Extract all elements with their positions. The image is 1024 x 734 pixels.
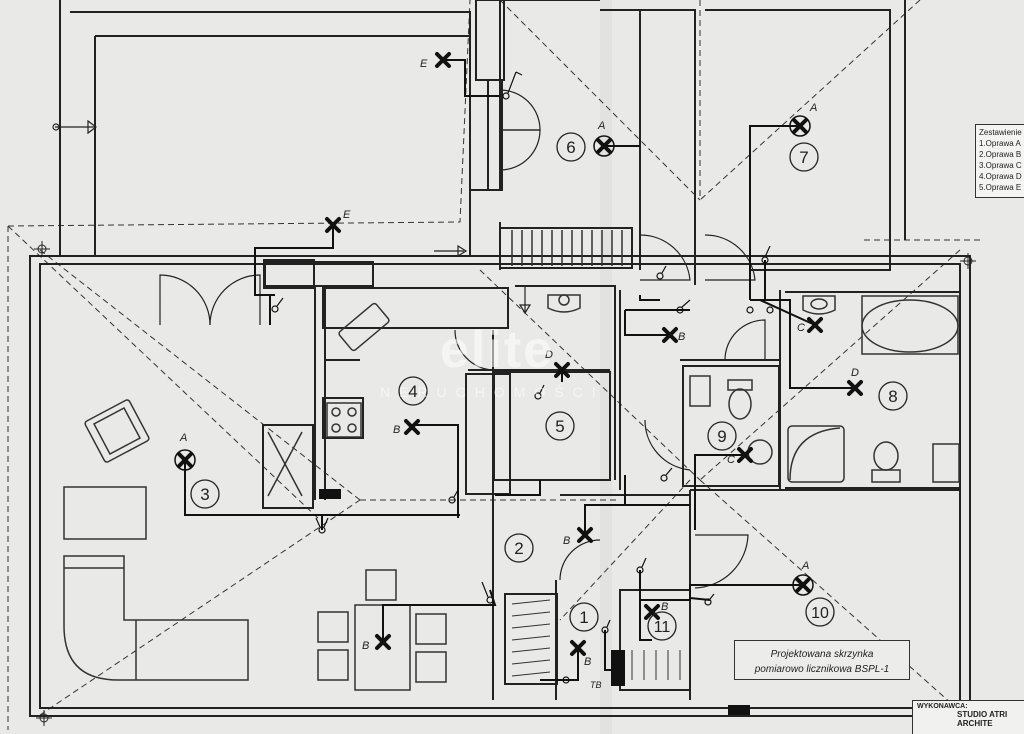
meter-box-line: Projektowana skrzynka <box>770 649 874 660</box>
fixture-label: C <box>797 322 805 334</box>
room-number: 1 <box>579 608 588 627</box>
fixture-legend: Zestawienie 1.Oprawa A 2.Oprawa B 3.Opra… <box>975 124 1024 198</box>
watermark-logo: elite <box>440 321 555 379</box>
stamp-label: WYKONAWCA: <box>917 703 968 710</box>
room-number: 2 <box>514 539 523 558</box>
room-number: 3 <box>200 485 209 504</box>
fixture-label: A <box>597 120 605 132</box>
fixture-label: A <box>179 432 187 444</box>
fixture-label: A <box>801 560 809 572</box>
fixture-label: A <box>809 102 817 114</box>
room-number: 5 <box>555 417 564 436</box>
fixture-label: D <box>545 349 553 361</box>
room-number: 6 <box>566 138 575 157</box>
roof-dashed-lines <box>7 0 980 730</box>
room-circles <box>190 132 908 641</box>
legend-title: Zestawienie <box>979 128 1022 137</box>
room-number: 7 <box>799 148 808 167</box>
watermark-subtitle: NERUCHOMOŚCI <box>380 384 605 400</box>
fixture-label: C <box>727 454 735 466</box>
distribution-board <box>611 650 625 686</box>
room-number: 4 <box>408 382 417 401</box>
tb-label: TB <box>590 680 602 690</box>
stamp-line: STUDIO ATRI <box>957 710 1008 719</box>
legend-item: 5.Oprawa E <box>979 183 1022 192</box>
fixture-rings <box>174 115 814 596</box>
fixture-label: B <box>661 601 668 613</box>
room-number: 9 <box>717 427 726 446</box>
stamp-line: ARCHITE <box>957 719 993 728</box>
fixture-label: B <box>563 535 570 547</box>
meter-box-note: Projektowana skrzynka pomiarowo liczniko… <box>734 640 910 680</box>
legend-item: 3.Oprawa C <box>979 161 1022 170</box>
room-number: 8 <box>888 387 897 406</box>
legend-item: 1.Oprawa A <box>979 139 1021 148</box>
fixture-label: B <box>584 656 591 668</box>
kitchen-socket <box>319 489 341 499</box>
meter-box-line: pomiarowo licznikowa BSPL-1 <box>754 664 890 675</box>
wiring <box>184 59 855 681</box>
switch-symbols <box>271 71 774 684</box>
fixture-label: D <box>851 367 859 379</box>
fixture-label: E <box>420 58 428 70</box>
title-block: WYKONAWCA: STUDIO ATRI ARCHITE <box>912 700 1024 734</box>
room-number: 11 <box>654 619 671 636</box>
cabinet-hatch <box>511 599 681 680</box>
fixture-label: B <box>393 424 400 436</box>
furniture <box>63 294 960 691</box>
legend-item: 2.Oprawa B <box>979 150 1022 159</box>
legend-item: 4.Oprawa D <box>979 172 1022 181</box>
grid-markers <box>34 241 976 726</box>
fixture-label: B <box>678 331 685 343</box>
walls <box>29 0 971 717</box>
arrow-markers <box>52 119 532 315</box>
room-number: 10 <box>811 605 829 622</box>
stair-hatch <box>511 230 623 266</box>
fixture-markers <box>177 52 863 656</box>
meter-connector <box>728 705 750 715</box>
fixture-label: B <box>362 640 369 652</box>
fixture-label: E <box>343 209 351 221</box>
